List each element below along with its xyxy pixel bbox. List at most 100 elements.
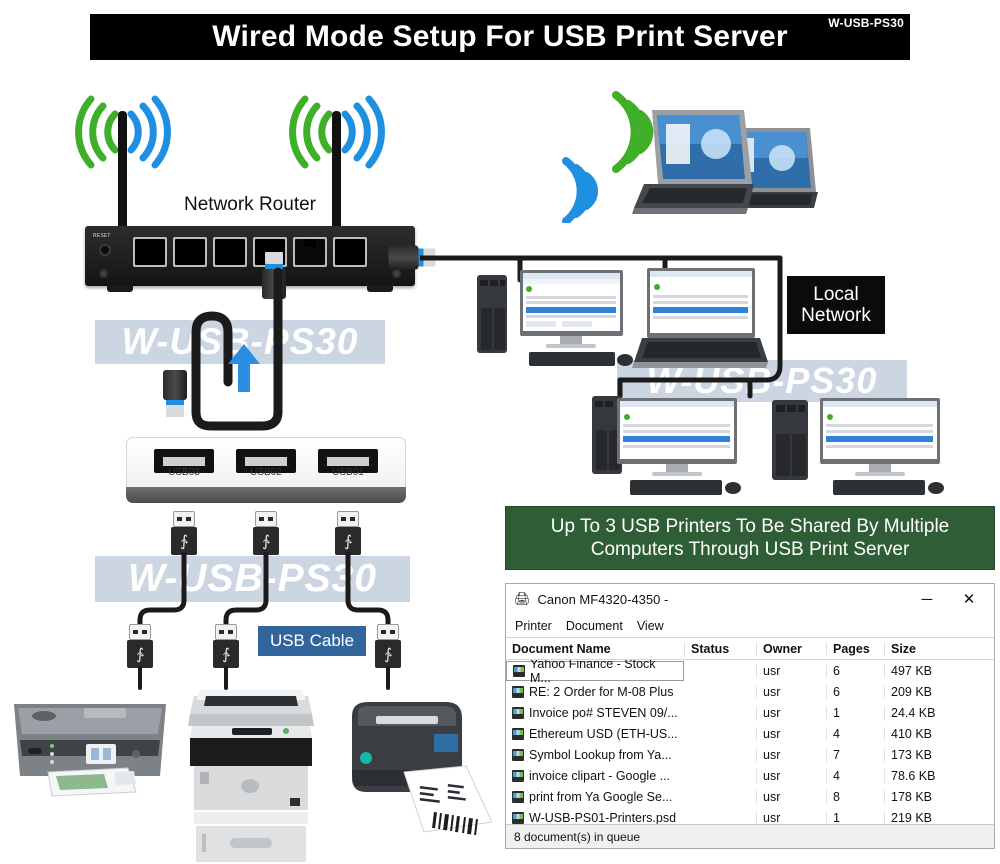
document-icon bbox=[512, 748, 524, 761]
column-header-document-name[interactable]: Document Name bbox=[512, 641, 611, 656]
usb-icon: ∱ bbox=[262, 532, 270, 550]
cell-size: 173 KB bbox=[884, 747, 954, 762]
usb-icon: ∱ bbox=[136, 645, 144, 663]
column-header-status[interactable]: Status bbox=[684, 641, 756, 656]
cell-size: 497 KB bbox=[884, 663, 954, 678]
router-antenna-left bbox=[118, 111, 127, 256]
router-antenna-right bbox=[332, 111, 341, 256]
usb-plug: ∱ bbox=[335, 511, 361, 555]
usb-port-1-label: USB01 bbox=[332, 467, 364, 478]
usb-icon: ∱ bbox=[384, 645, 392, 663]
usb-icon: ∱ bbox=[180, 532, 188, 550]
table-row[interactable]: invoice clipart - Google ... usr 4 78.6 … bbox=[506, 765, 994, 786]
screw-icon bbox=[99, 269, 108, 278]
table-row[interactable]: print from Ya Google Se... usr 8 178 KB bbox=[506, 786, 994, 807]
laptop bbox=[632, 268, 768, 368]
cell-document-name: RE: 2 Order for M-08 Plus bbox=[529, 684, 674, 699]
cell-size: 410 KB bbox=[884, 726, 954, 741]
usb-cable-tails bbox=[138, 666, 390, 690]
lan-port[interactable] bbox=[173, 237, 207, 267]
ethernet-cable bbox=[191, 267, 283, 431]
document-icon bbox=[512, 706, 524, 719]
window-title: Canon MF4320-4350 - bbox=[537, 591, 669, 607]
menu-item-printer[interactable]: Printer bbox=[515, 618, 552, 633]
menu-item-view[interactable]: View bbox=[636, 618, 664, 633]
cell-pages: 7 bbox=[826, 747, 884, 762]
lan-port[interactable] bbox=[133, 237, 167, 267]
rj45-plug-server bbox=[163, 370, 187, 417]
barcode-icon bbox=[432, 812, 478, 836]
keyboard bbox=[833, 480, 944, 495]
usb-plug: ∱ bbox=[253, 511, 279, 555]
document-icon bbox=[512, 685, 524, 698]
router-label: Network Router bbox=[184, 194, 316, 215]
minimize-button[interactable]: ─ bbox=[921, 590, 933, 608]
column-header-owner[interactable]: Owner bbox=[756, 641, 826, 656]
local-network-line2: Network bbox=[801, 305, 871, 326]
usb-port-2[interactable] bbox=[236, 449, 296, 473]
close-button[interactable]: ✕ bbox=[962, 591, 976, 608]
wifi-signal-icon bbox=[612, 91, 654, 173]
table-row[interactable]: RE: 2 Order for M-08 Plus usr 6 209 KB bbox=[506, 681, 994, 702]
cell-owner: usr bbox=[756, 726, 826, 741]
lan-port-connected[interactable] bbox=[293, 237, 327, 267]
label-printer bbox=[352, 702, 492, 836]
table-row[interactable]: Yahoo Finance - Stock M... usr 6 497 KB bbox=[506, 660, 994, 685]
usb-icon: ∱ bbox=[222, 645, 230, 663]
usb-port-1[interactable] bbox=[318, 449, 378, 473]
pc-tower bbox=[477, 275, 507, 353]
document-icon bbox=[512, 811, 524, 824]
printer-icon: 🖨 bbox=[514, 591, 531, 606]
model-code-label: W-USB-PS30 bbox=[828, 16, 904, 30]
lan-port[interactable] bbox=[213, 237, 247, 267]
cell-owner: usr bbox=[756, 747, 826, 762]
wifi-signal-icon bbox=[562, 157, 598, 223]
table-row[interactable]: Symbol Lookup from Ya... usr 7 173 KB bbox=[506, 744, 994, 765]
cell-document-name: invoice clipart - Google ... bbox=[529, 768, 671, 783]
green-banner-line1: Up To 3 USB Printers To Be Shared By Mul… bbox=[550, 515, 950, 537]
table-row[interactable]: W-USB-PS01-Printers.psd usr 1 219 KB bbox=[506, 807, 994, 824]
keyboard bbox=[529, 352, 633, 366]
usb-print-server: USB03 USB02 USB01 bbox=[126, 437, 406, 505]
green-banner-line2: Computers Through USB Print Server bbox=[590, 539, 910, 560]
cell-document-name: Invoice po# STEVEN 09/... bbox=[529, 705, 678, 720]
menu-item-document[interactable]: Document bbox=[565, 618, 623, 633]
local-network-badge: Local Network bbox=[787, 276, 885, 334]
print-server-base bbox=[126, 487, 406, 503]
usb-plug: ∱ bbox=[127, 624, 153, 668]
cell-size: 24.4 KB bbox=[884, 705, 954, 720]
desktop-and-laptop-group bbox=[477, 268, 768, 368]
cell-pages: 4 bbox=[826, 726, 884, 741]
inkjet-printer bbox=[14, 704, 166, 797]
green-info-banner: Up To 3 USB Printers To Be Shared By Mul… bbox=[505, 506, 995, 570]
usb-plug: ∱ bbox=[171, 511, 197, 555]
lan-port[interactable] bbox=[333, 237, 367, 267]
laser-mfp-printer bbox=[188, 690, 314, 862]
arrow-up-icon bbox=[228, 344, 260, 392]
cell-owner: usr bbox=[756, 768, 826, 783]
router-chassis: RESET bbox=[85, 226, 415, 292]
table-row[interactable]: Invoice po# STEVEN 09/... usr 1 24.4 KB bbox=[506, 702, 994, 723]
queue-count-label: 8 document(s) in queue bbox=[514, 829, 641, 844]
desktop-pc-pair-group bbox=[592, 396, 944, 495]
cell-pages: 1 bbox=[826, 705, 884, 720]
column-header-pages[interactable]: Pages bbox=[826, 641, 884, 656]
cell-pages: 8 bbox=[826, 789, 884, 804]
table-row[interactable]: Ethereum USD (ETH-US... usr 4 410 KB bbox=[506, 723, 994, 744]
cell-document-name: Yahoo Finance - Stock M... bbox=[530, 660, 656, 685]
cell-document-name: Ethereum USD (ETH-US... bbox=[529, 726, 678, 741]
cell-size: 178 KB bbox=[884, 789, 954, 804]
reset-button[interactable] bbox=[99, 244, 111, 256]
cell-pages: 6 bbox=[826, 684, 884, 699]
local-network-line1: Local bbox=[813, 283, 859, 305]
keyboard bbox=[630, 480, 741, 495]
document-icon bbox=[513, 664, 525, 677]
usb-port-3[interactable] bbox=[154, 449, 214, 473]
column-header-size[interactable]: Size bbox=[884, 641, 954, 656]
cell-owner: usr bbox=[756, 789, 826, 804]
document-icon bbox=[512, 769, 524, 782]
cell-document-name: print from Ya Google Se... bbox=[529, 789, 673, 804]
screw-icon bbox=[392, 269, 401, 278]
monitor bbox=[520, 270, 623, 348]
cell-document-name: W-USB-PS01-Printers.psd bbox=[529, 810, 677, 825]
